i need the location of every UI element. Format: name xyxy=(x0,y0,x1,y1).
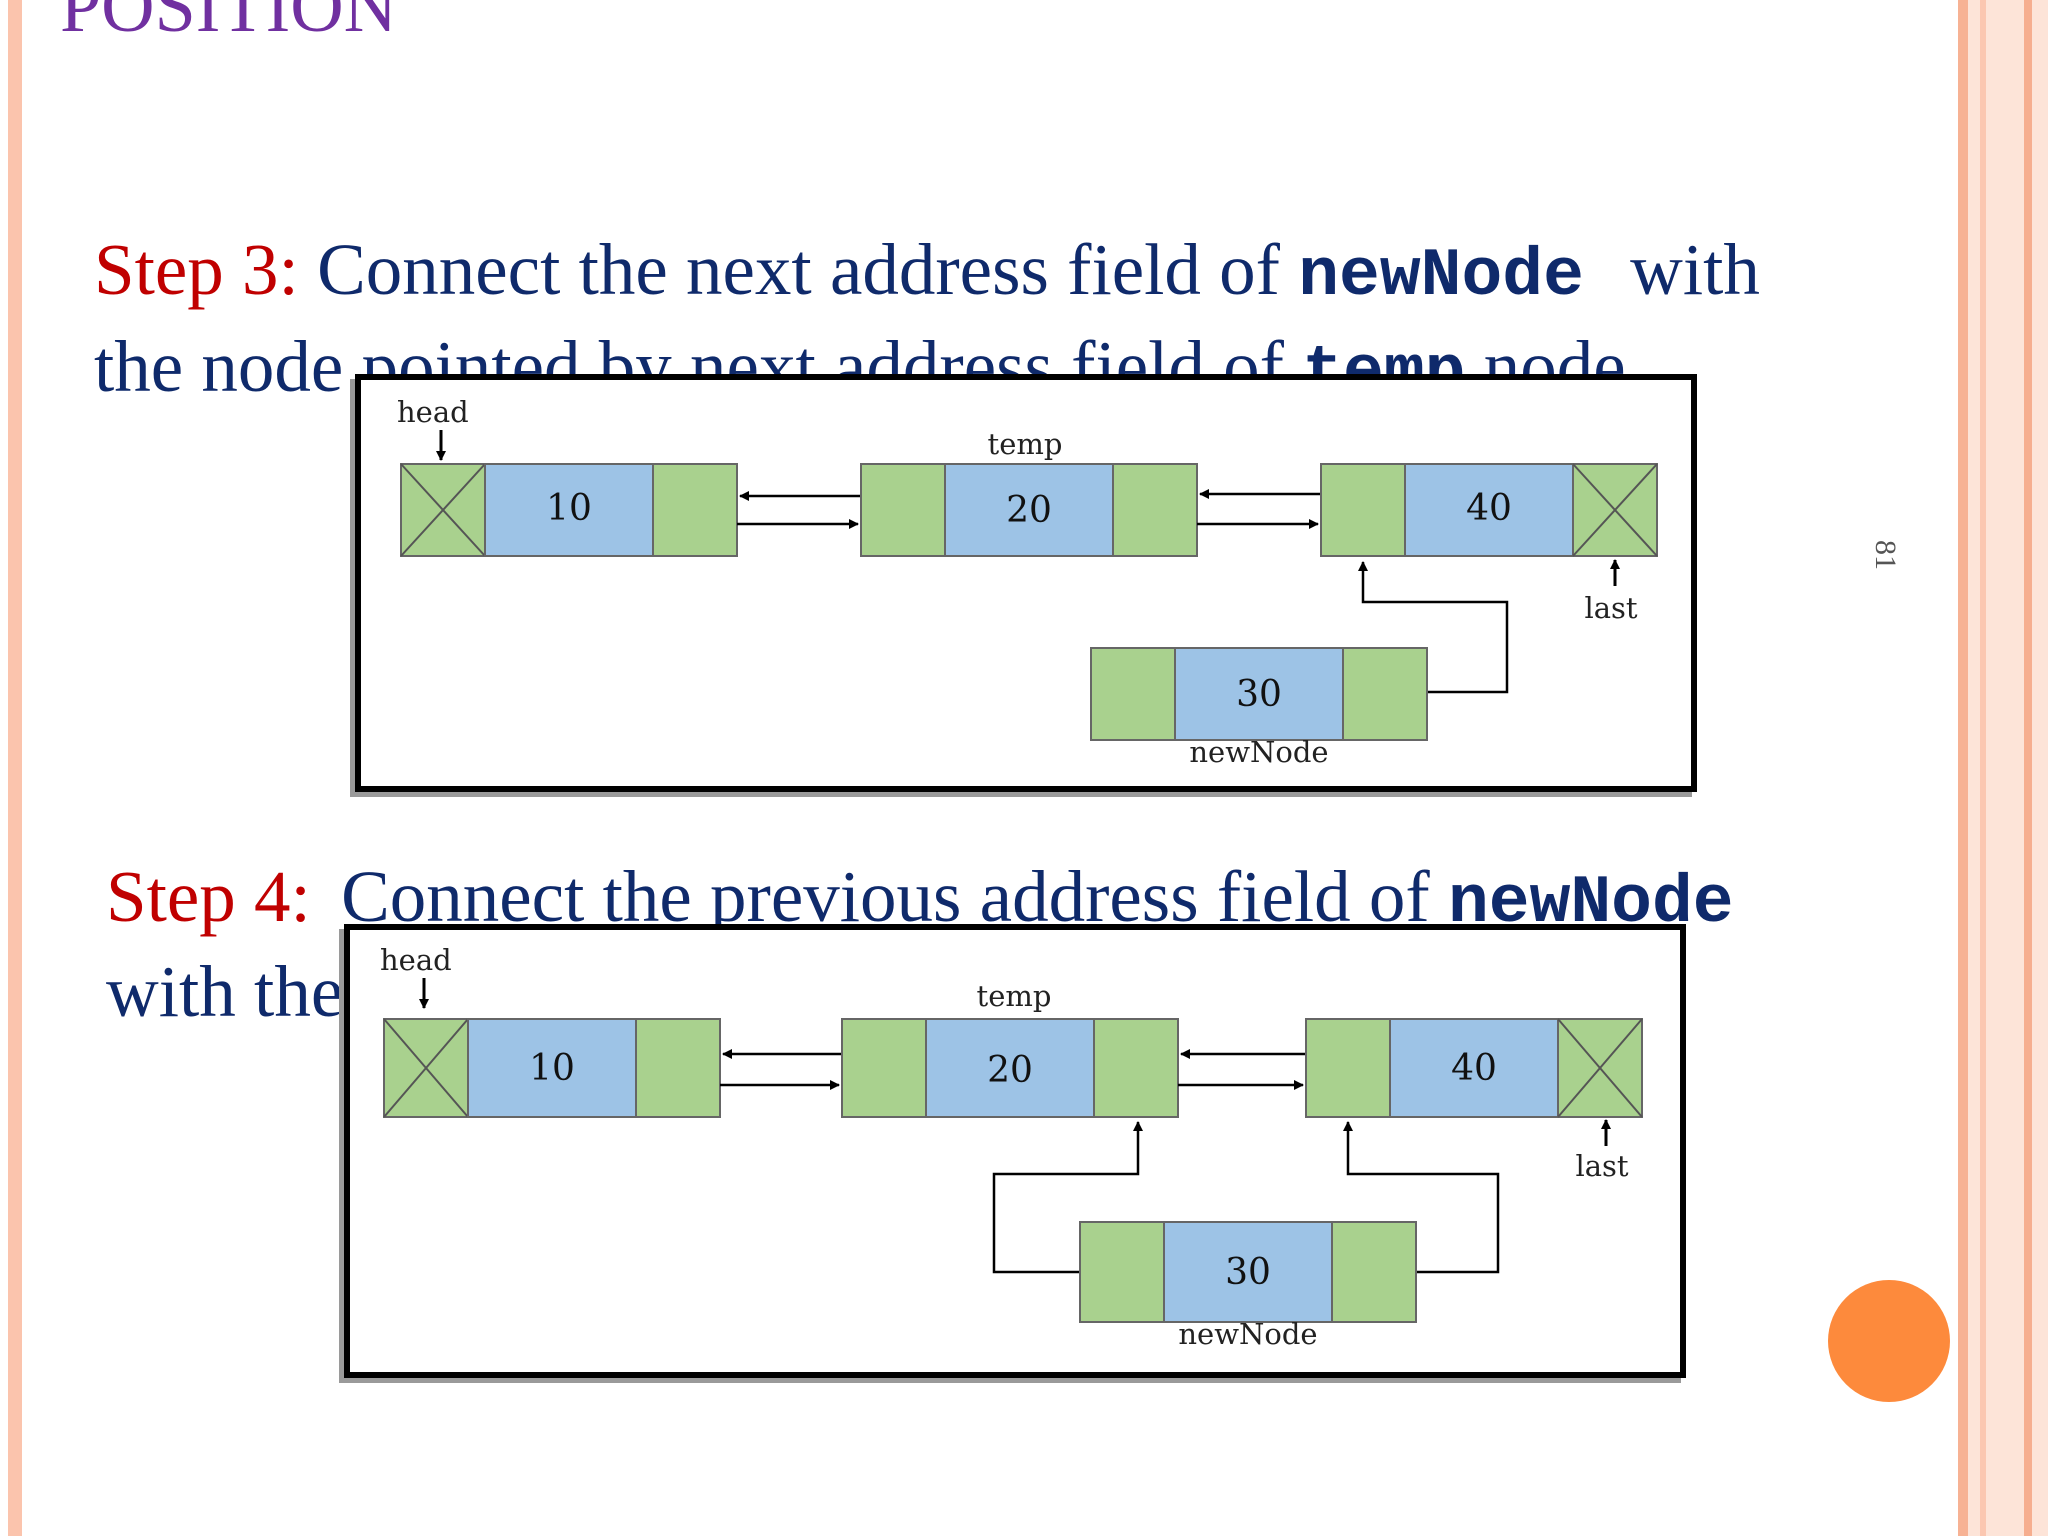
next-cell xyxy=(635,1018,721,1118)
last-label: last xyxy=(1575,1149,1628,1183)
prev-cell xyxy=(1305,1018,1391,1118)
data-cell xyxy=(1389,1018,1559,1118)
prev-cell xyxy=(860,463,946,557)
step4-diagram: head 10 temp 20 40 last xyxy=(344,924,1686,1378)
next-cell xyxy=(1342,647,1428,741)
left-border-stripe xyxy=(8,0,22,1536)
newnode-next-link xyxy=(1343,1121,1500,1274)
data-cell xyxy=(1163,1221,1333,1323)
right-border-stripe-1 xyxy=(1958,0,1968,1536)
data-cell xyxy=(1404,463,1574,557)
node-3: 40 xyxy=(1320,463,1658,557)
newnode-label: newNode xyxy=(1189,735,1328,769)
node-2: 20 xyxy=(841,1018,1179,1118)
step3-line1: Step 3: Connect the next address field o… xyxy=(94,233,1760,311)
node-value: 20 xyxy=(987,1050,1033,1091)
node-value: 30 xyxy=(1225,1252,1271,1293)
node-value: 40 xyxy=(1466,488,1512,529)
prev-cell xyxy=(841,1018,927,1118)
newnode-label: newNode xyxy=(1178,1317,1317,1351)
prev-cell xyxy=(1320,463,1406,557)
step3-text1: Connect the next address field of xyxy=(317,229,1280,310)
node-value: 40 xyxy=(1451,1048,1497,1089)
node-value: 30 xyxy=(1236,674,1282,715)
node-3: 40 xyxy=(1305,1018,1643,1118)
orange-circle-decoration xyxy=(1828,1280,1950,1402)
right-border-panel xyxy=(1958,0,2048,1536)
right-border-stripe-3 xyxy=(2024,0,2032,1536)
next-cell xyxy=(1331,1221,1417,1323)
step4-text2: with the xyxy=(106,951,344,1032)
data-cell xyxy=(1174,647,1344,741)
head-label: head xyxy=(397,395,469,429)
newnode-prev-link xyxy=(992,1121,1143,1274)
step4-line1: Step 4: Connect the previous address fie… xyxy=(106,860,1734,938)
temp-label: temp xyxy=(977,979,1052,1013)
head-label: head xyxy=(380,943,452,977)
node-value: 10 xyxy=(546,488,592,529)
data-cell xyxy=(467,1018,637,1118)
slide-title: POSITION xyxy=(60,0,398,48)
next-cell xyxy=(652,463,738,557)
node-1: 10 xyxy=(383,1018,721,1118)
data-cell xyxy=(925,1018,1095,1118)
new-node: 30 xyxy=(1090,647,1428,741)
next-cell xyxy=(1112,463,1198,557)
node-2: 20 xyxy=(860,463,1198,557)
node-value: 10 xyxy=(529,1048,575,1089)
step4-line2: with the xyxy=(106,955,343,1028)
next-cell xyxy=(1093,1018,1179,1118)
data-cell xyxy=(944,463,1114,557)
new-node: 30 xyxy=(1079,1221,1417,1323)
step3-label: Step 3: xyxy=(94,229,299,310)
last-label: last xyxy=(1584,591,1637,625)
right-border-stripe-2 xyxy=(1980,0,1986,1536)
step3-diagram: head 10 temp 20 40 last xyxy=(355,374,1697,792)
page-number: 81 xyxy=(1869,540,1902,570)
step3-code-newnode: newNode xyxy=(1298,238,1584,315)
node-1: 10 xyxy=(400,463,738,557)
prev-cell xyxy=(1079,1221,1165,1323)
temp-label: temp xyxy=(988,427,1063,461)
node-value: 20 xyxy=(1006,490,1052,531)
prev-cell xyxy=(1090,647,1176,741)
step4-label: Step 4: xyxy=(106,856,311,937)
newnode-next-link xyxy=(1358,561,1509,694)
step3-text1-tail: with xyxy=(1630,229,1760,310)
step4-text1: Connect the previous address field of xyxy=(341,856,1430,937)
